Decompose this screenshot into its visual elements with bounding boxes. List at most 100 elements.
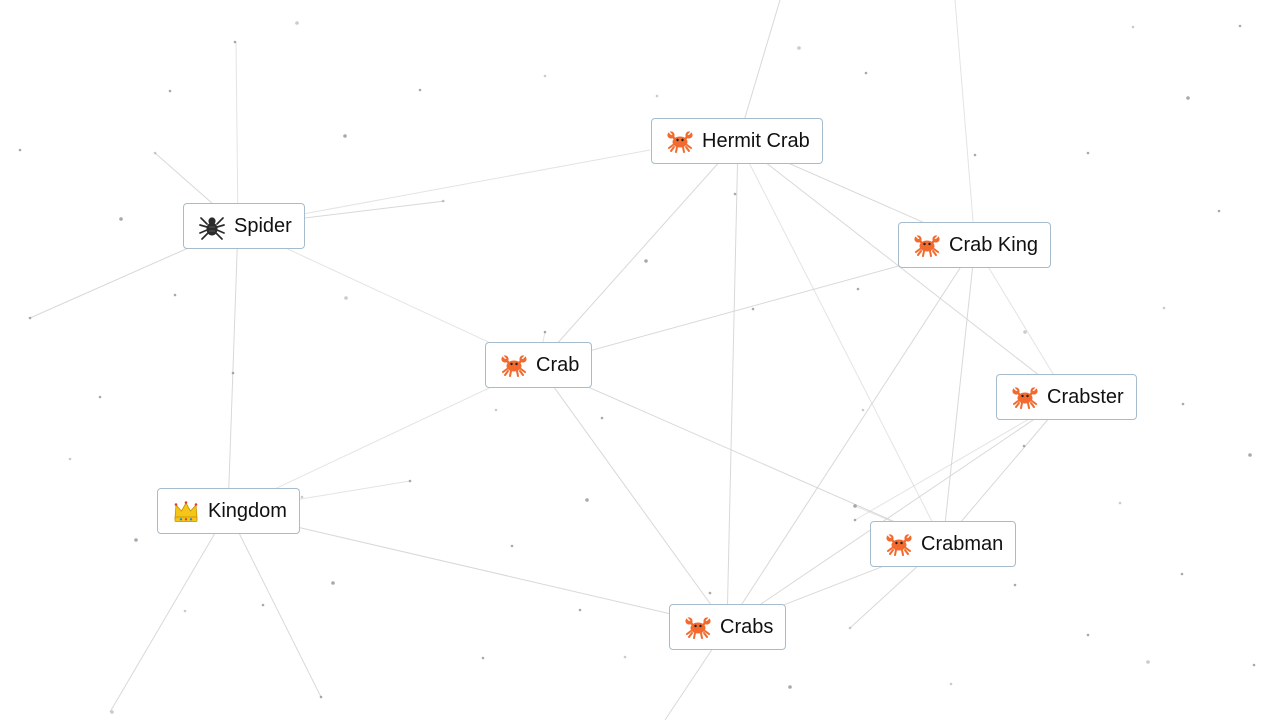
particle-dot: [98, 395, 102, 399]
particle-dot: [319, 695, 323, 699]
connection-line: [235, 41, 239, 227]
particle-dot: [1238, 24, 1242, 28]
particle-dot: [343, 134, 347, 138]
element-crabman[interactable]: Crabman: [870, 521, 1017, 567]
particle-dot: [1248, 453, 1252, 457]
particle-dot: [623, 655, 627, 659]
particle-dot: [134, 538, 138, 542]
element-crabs[interactable]: Crabs: [669, 604, 787, 650]
crab-icon: [501, 355, 527, 377]
crab-icon: [914, 235, 940, 257]
crab-icon: [667, 131, 693, 153]
particle-dot: [18, 148, 22, 152]
connection-line: [237, 149, 651, 227]
particle-dot: [708, 591, 712, 595]
particle-dot: [481, 656, 485, 660]
connection-line: [974, 244, 1068, 398]
particle-dot: [173, 293, 177, 297]
particle-dot: [578, 608, 582, 612]
connection-line: [109, 510, 229, 713]
particle-dot: [1086, 633, 1090, 637]
particle-dot: [1013, 583, 1017, 587]
element-label: Hermit Crab: [702, 130, 810, 152]
particle-dot: [153, 151, 157, 155]
particle-dot: [68, 457, 72, 461]
particle-dot: [856, 287, 860, 291]
particle-dot: [655, 94, 659, 98]
connection-line: [726, 396, 1068, 628]
particle-dot: [751, 307, 755, 311]
particle-dot: [949, 682, 953, 686]
connection-line: [227, 225, 239, 512]
particle-dot: [853, 504, 857, 508]
connection-line: [537, 364, 944, 544]
particle-dot: [119, 217, 123, 221]
particle-dot: [494, 408, 498, 412]
particle-dot: [233, 40, 237, 44]
particle-dot: [797, 46, 801, 50]
element-crab[interactable]: Crab: [485, 342, 593, 388]
particle-dot: [1023, 330, 1027, 334]
crown-icon: [174, 501, 198, 522]
connection-line: [537, 140, 739, 366]
particle-dot: [864, 71, 868, 75]
particle-dot: [418, 88, 422, 92]
particle-dot: [600, 416, 604, 420]
connection-line: [954, 0, 976, 246]
connection-line: [227, 510, 322, 698]
particle-dot: [441, 199, 445, 203]
particle-dot: [295, 21, 299, 25]
connection-line: [537, 364, 728, 628]
connection-line: [942, 244, 976, 544]
connection-line: [942, 396, 1068, 544]
particle-dot: [543, 74, 547, 78]
connection-line: [227, 510, 728, 628]
particle-dot: [231, 371, 235, 375]
element-crab-king[interactable]: Crab King: [898, 222, 1051, 268]
connection-line: [737, 0, 781, 142]
particle-dot: [1086, 151, 1090, 155]
element-label: Spider: [234, 215, 292, 237]
particle-dot: [1131, 25, 1135, 29]
element-label: Crab King: [949, 234, 1038, 256]
connection-line: [237, 225, 539, 366]
element-kingdom[interactable]: Kingdom: [157, 488, 300, 534]
particle-dot: [973, 153, 977, 157]
connection-line: [726, 140, 739, 628]
element-hermit-crab[interactable]: Hermit Crab: [651, 118, 823, 164]
element-label: Kingdom: [208, 500, 287, 522]
crab-icon: [886, 534, 912, 556]
element-crabster[interactable]: Crabster: [996, 374, 1137, 420]
particle-dot: [344, 296, 348, 300]
particle-dot: [848, 626, 852, 630]
particle-dot: [1217, 209, 1221, 213]
particle-dot: [1180, 572, 1184, 576]
particle-dot: [861, 408, 865, 412]
particle-dot: [788, 685, 792, 689]
crab-icon: [1012, 387, 1038, 409]
particle-dot: [261, 603, 265, 607]
particle-dot: [510, 544, 514, 548]
particle-dot: [1162, 306, 1166, 310]
connection-line: [737, 140, 944, 544]
particle-dot: [110, 710, 114, 714]
connection-line: [726, 244, 976, 628]
element-label: Crabs: [720, 616, 774, 638]
particle-dot: [585, 498, 589, 502]
particle-dot: [1118, 501, 1122, 505]
particle-dot: [1146, 660, 1150, 664]
particle-dot: [1022, 444, 1026, 448]
particle-dot: [733, 192, 737, 196]
element-label: Crabman: [921, 533, 1004, 555]
connection-line: [227, 364, 539, 512]
element-spider[interactable]: Spider: [183, 203, 305, 249]
particle-dot: [300, 495, 304, 499]
particle-dot: [408, 479, 412, 483]
particle-dot: [331, 581, 335, 585]
particle-dot: [183, 609, 187, 613]
particle-dot: [644, 259, 648, 263]
element-label: Crab: [536, 354, 580, 376]
connection-line: [737, 140, 1068, 398]
